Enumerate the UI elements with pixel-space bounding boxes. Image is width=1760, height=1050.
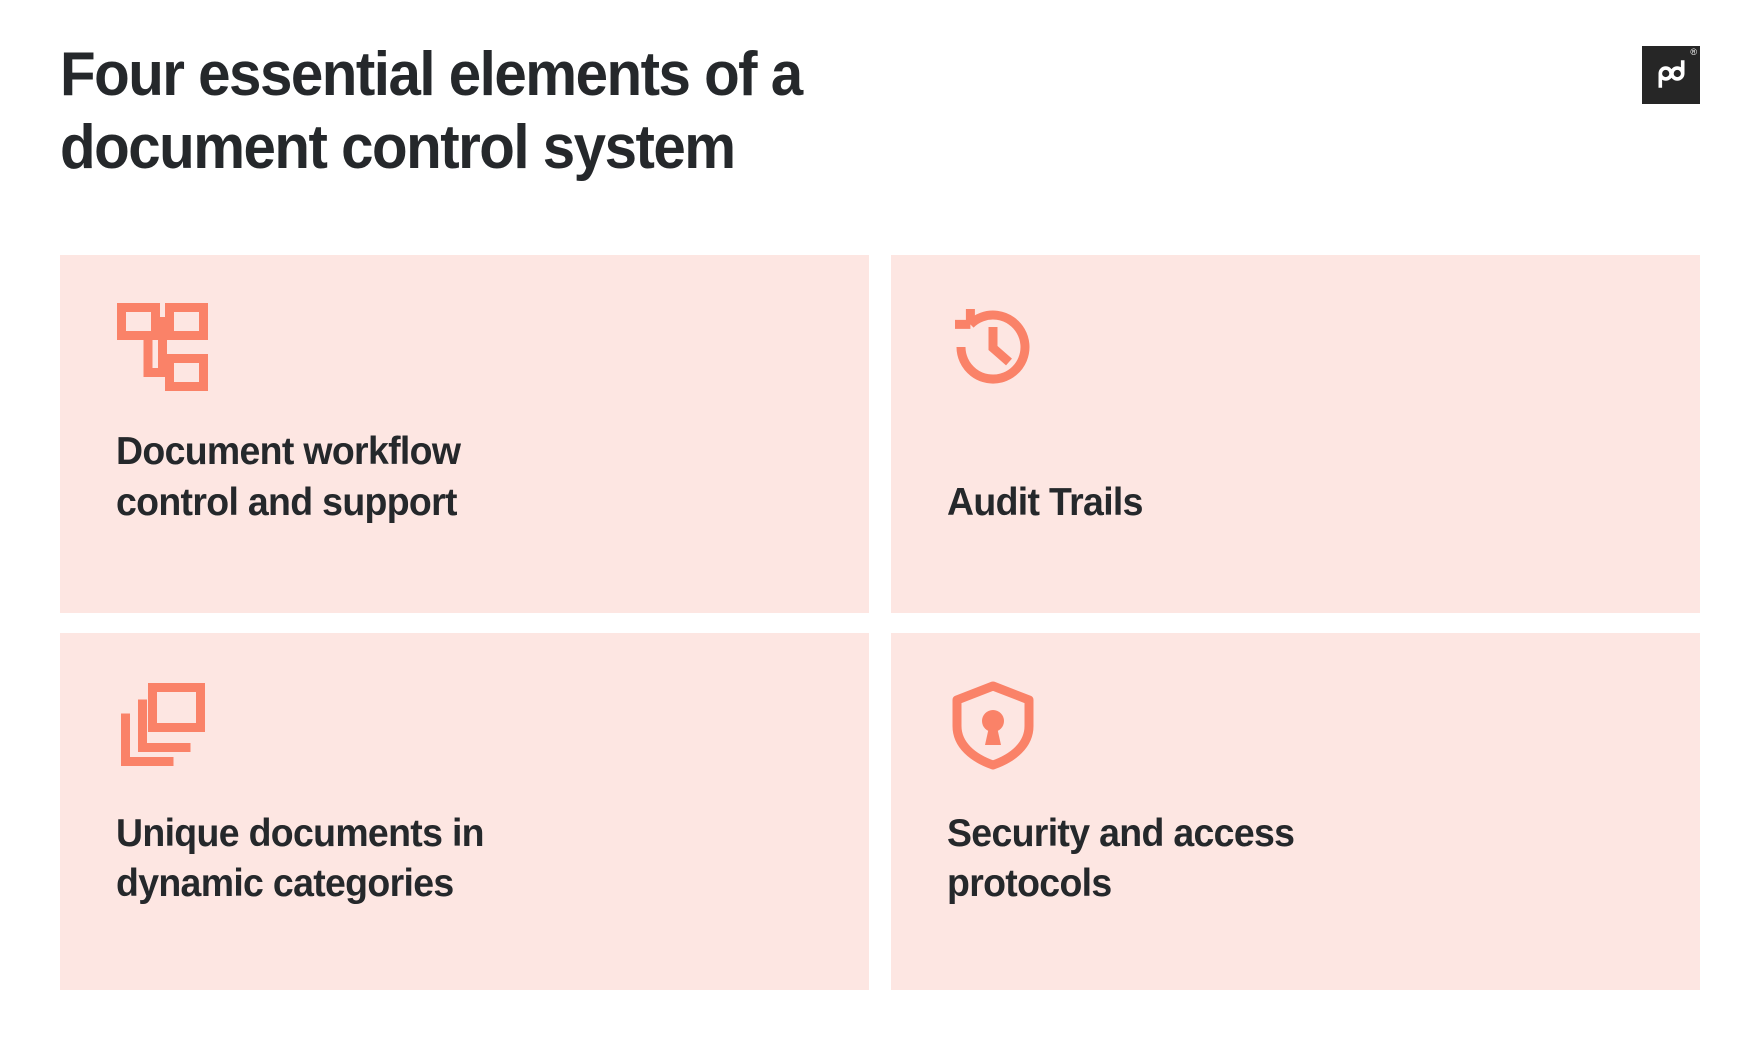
card-title: Audit Trails xyxy=(947,480,1143,524)
elements-grid: Document workflow control and support Au… xyxy=(60,255,1700,990)
stacked-documents-icon xyxy=(116,679,212,775)
pandadoc-logo: ® xyxy=(1642,46,1700,104)
header: Four essential elements of a document co… xyxy=(60,38,1700,184)
card-audit-trails: Audit Trails xyxy=(891,255,1700,613)
card-title: Unique documents in dynamic categories xyxy=(116,811,485,906)
registered-trademark-icon: ® xyxy=(1690,47,1697,57)
card-unique-documents-in-dynamic-categories: Unique documents in dynamic categories xyxy=(60,632,869,990)
card-document-workflow-control-and-support: Document workflow control and support xyxy=(60,255,869,613)
card-title: Security and access protocols xyxy=(947,811,1295,906)
card-security-and-access-protocols: Security and access protocols xyxy=(891,632,1700,990)
shield-lock-icon xyxy=(947,679,1043,775)
workflow-hierarchy-icon xyxy=(116,301,212,397)
page-title: Four essential elements of a document co… xyxy=(60,40,803,183)
card-title: Document workflow control and support xyxy=(116,430,461,524)
history-clock-icon xyxy=(947,301,1043,397)
